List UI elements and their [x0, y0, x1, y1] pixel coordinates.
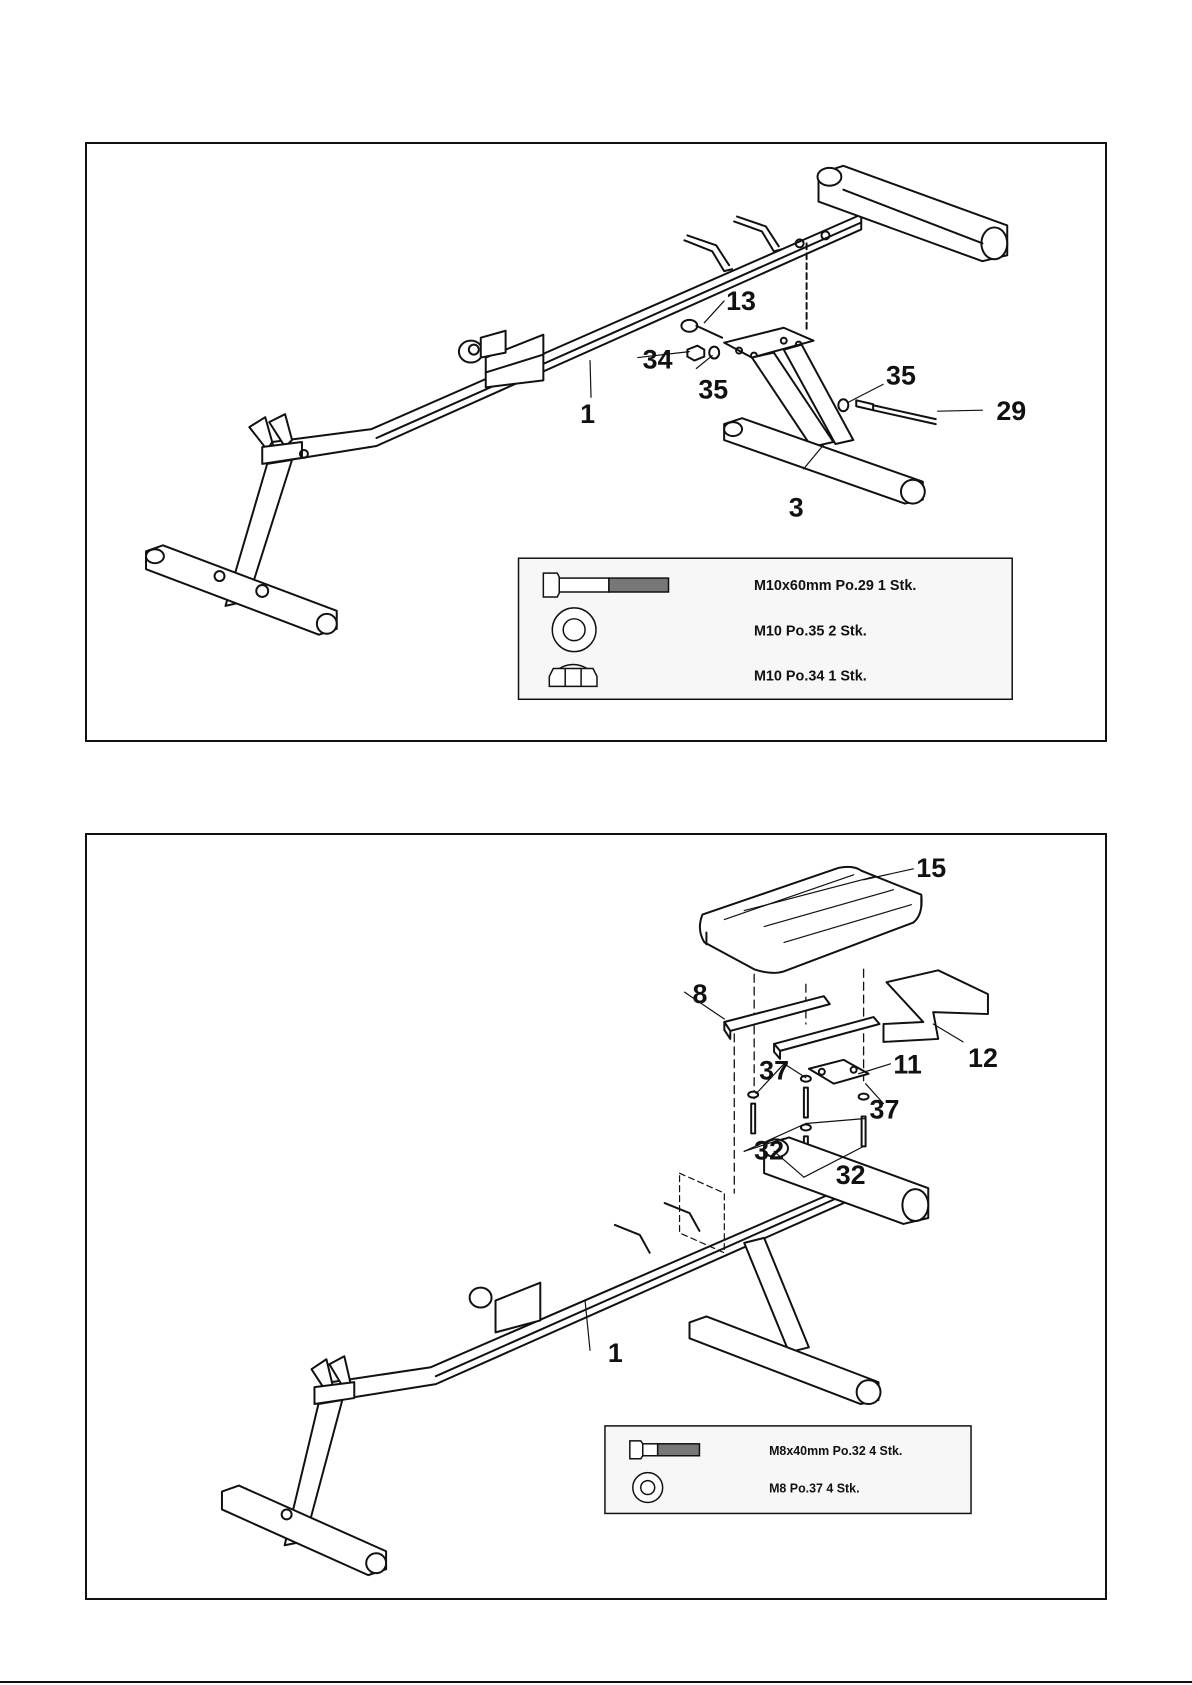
washer-icon: [552, 608, 596, 652]
pin-part: [681, 320, 722, 338]
hardware-text-washer: M10 Po.35 2 Stk.: [754, 624, 867, 640]
callout-1: 1: [608, 1338, 623, 1368]
callout-1: 1: [580, 399, 595, 429]
callout-34: 34: [643, 344, 673, 374]
callout-35-right: 35: [886, 360, 916, 390]
hardware-text-bolt: M10x60mm Po.29 1 Stk.: [754, 578, 916, 594]
callout-11: 11: [893, 1050, 921, 1080]
callout-3: 3: [789, 492, 804, 522]
bracket-part: [883, 970, 987, 1042]
callout-32-left: 32: [754, 1135, 784, 1165]
page-bottom-rule: [0, 1681, 1192, 1683]
front-leg-part: [690, 1238, 881, 1404]
hardware-legend-box: M10x60mm Po.29 1 Stk. M10 Po.35 2 Stk. M…: [519, 558, 1013, 699]
callout-37-right: 37: [870, 1095, 900, 1125]
hardware-text-washer: M8 Po.37 4 Stk.: [769, 1482, 859, 1496]
nut-icon: [549, 665, 597, 687]
callout-13: 13: [726, 286, 756, 316]
assembly-step-1-panel: 13 34 35 35 29 1 3 M10x60mm Po.29 1 Stk.…: [85, 142, 1107, 742]
plate-part: [809, 1060, 869, 1084]
hardware-text-bolt: M8x40mm Po.32 4 Stk.: [769, 1444, 902, 1458]
callout-32-right: 32: [836, 1160, 866, 1190]
washer-icon: [633, 1473, 663, 1503]
bolt-part: [838, 399, 935, 424]
nut-and-washer-parts: [687, 346, 719, 361]
assembly-step-2-diagram: 15 8 12 37 11 37 32 32 1 M8x40mm Po.32 4…: [87, 835, 1105, 1598]
bolt-icon: [630, 1441, 700, 1459]
callout-29: 29: [996, 396, 1026, 426]
assembly-step-1-diagram: 13 34 35 35 29 1 3 M10x60mm Po.29 1 Stk.…: [87, 144, 1105, 740]
callout-35-left: 35: [698, 374, 728, 404]
assembly-step-2-panel: 15 8 12 37 11 37 32 32 1 M8x40mm Po.32 4…: [85, 833, 1107, 1600]
hardware-text-nut: M10 Po.34 1 Stk.: [754, 668, 867, 684]
callout-12: 12: [968, 1043, 998, 1073]
callout-37-left: 37: [759, 1056, 789, 1086]
seat-cushion-part: [700, 867, 922, 973]
callout-15: 15: [916, 853, 946, 883]
front-crossbar-part: [818, 166, 1008, 261]
seat-rails-part: [724, 996, 879, 1059]
hardware-legend-box: M8x40mm Po.32 4 Stk. M8 Po.37 4 Stk.: [605, 1426, 971, 1514]
handle-pegs-part: [615, 1203, 700, 1253]
callout-8: 8: [692, 979, 707, 1009]
